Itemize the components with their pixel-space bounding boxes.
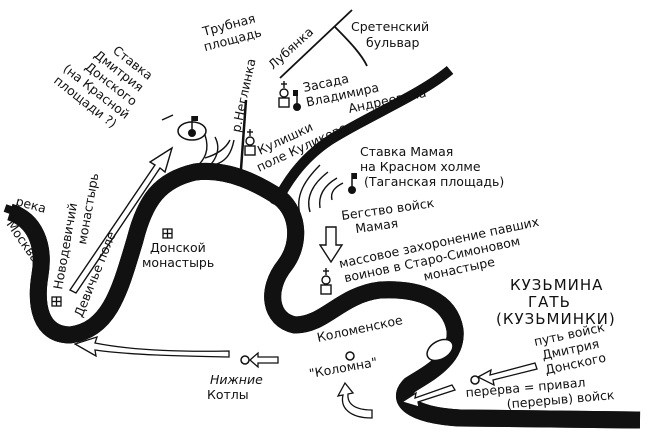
nizhnie-kotly-label: Нижние Котлы xyxy=(207,372,263,402)
sretensky-label: Сретенский бульвар xyxy=(351,19,429,50)
svg-text:Сретенский: Сретенский xyxy=(351,19,429,34)
stavka-mamaya-label: Ставка Мамая на Красном холме (Таганская… xyxy=(360,144,504,189)
neglinka-river xyxy=(238,99,248,184)
svg-text:Мамая: Мамая xyxy=(354,215,399,236)
flight-arrow-icon xyxy=(318,226,344,264)
moskva-river xyxy=(5,70,640,420)
svg-text:на Красном холме: на Красном холме xyxy=(360,159,481,174)
svg-text:КУЗЬМИНА: КУЗЬМИНА xyxy=(510,276,603,294)
svg-text:ГАТЬ: ГАТЬ xyxy=(528,293,571,311)
mamai-stavka-flag-icon xyxy=(348,173,357,194)
svg-text:(Таганская площадь): (Таганская площадь) xyxy=(364,174,504,189)
dmitry-advance-arrow-icon xyxy=(68,146,174,294)
u-turn-arrow-icon xyxy=(336,381,373,419)
dmitry-path-arrow-icon xyxy=(476,362,538,387)
lubyanka-label: Лубянка xyxy=(265,24,316,72)
simonov-church-icon xyxy=(320,267,332,295)
put-voysk-label: путь войск Дмитрия Донского xyxy=(533,319,608,377)
kolomenskoe-point-icon xyxy=(345,351,355,361)
kotly-to-devichye-arrow-icon xyxy=(73,335,230,358)
svg-text:Ставка Мамая: Ставка Мамая xyxy=(360,144,453,159)
arrow-to-stavka-icon xyxy=(161,114,174,121)
nizhnie-kotly-point-icon xyxy=(240,355,250,365)
kuzmina-label: КУЗЬМИНА ГАТЬ (КУЗЬМИНКИ) xyxy=(496,276,616,328)
hill-contours xyxy=(194,134,344,216)
pererva-arrow-icon xyxy=(400,384,456,408)
svg-text:Донской: Донской xyxy=(150,240,206,255)
church-icon xyxy=(278,81,290,108)
dmitry-stavka-flag-icon xyxy=(177,116,207,141)
zasada-flag-icon xyxy=(293,90,301,111)
sretensky-boulevard xyxy=(334,26,368,67)
novodevichy-monastery-icon xyxy=(51,296,62,307)
svg-text:Котлы: Котлы xyxy=(207,387,249,402)
kotly-arrow-icon xyxy=(249,351,279,369)
svg-text:Новодевичий: Новодевичий xyxy=(50,202,80,291)
trubnaya-label: Трубная площадь xyxy=(200,10,263,54)
pererva-point-icon xyxy=(470,375,480,385)
neglinka-label: р.Неглинка xyxy=(228,57,258,134)
kolomna-label: "Коломна" xyxy=(308,354,378,381)
svg-text:(КУЗЬМИНКИ): (КУЗЬМИНКИ) xyxy=(496,310,616,328)
svg-text:Нижние: Нижние xyxy=(210,372,263,387)
donskoy-monastery-icon xyxy=(162,228,173,239)
svg-text:монастырь: монастырь xyxy=(142,255,214,270)
begstvo-label: Бегство войск Мамая xyxy=(340,195,435,236)
donskoy-label: Донской монастырь xyxy=(142,240,214,270)
zasada-label: Засада Владимира Андреевича xyxy=(302,71,428,116)
stavka-dmitriya-label: Ставка Дмитрия Донского (на Красной площ… xyxy=(51,43,156,131)
svg-text:бульвар: бульвар xyxy=(366,35,419,50)
lubyanka-street xyxy=(279,9,353,79)
kulishki-church-icon xyxy=(244,128,256,156)
